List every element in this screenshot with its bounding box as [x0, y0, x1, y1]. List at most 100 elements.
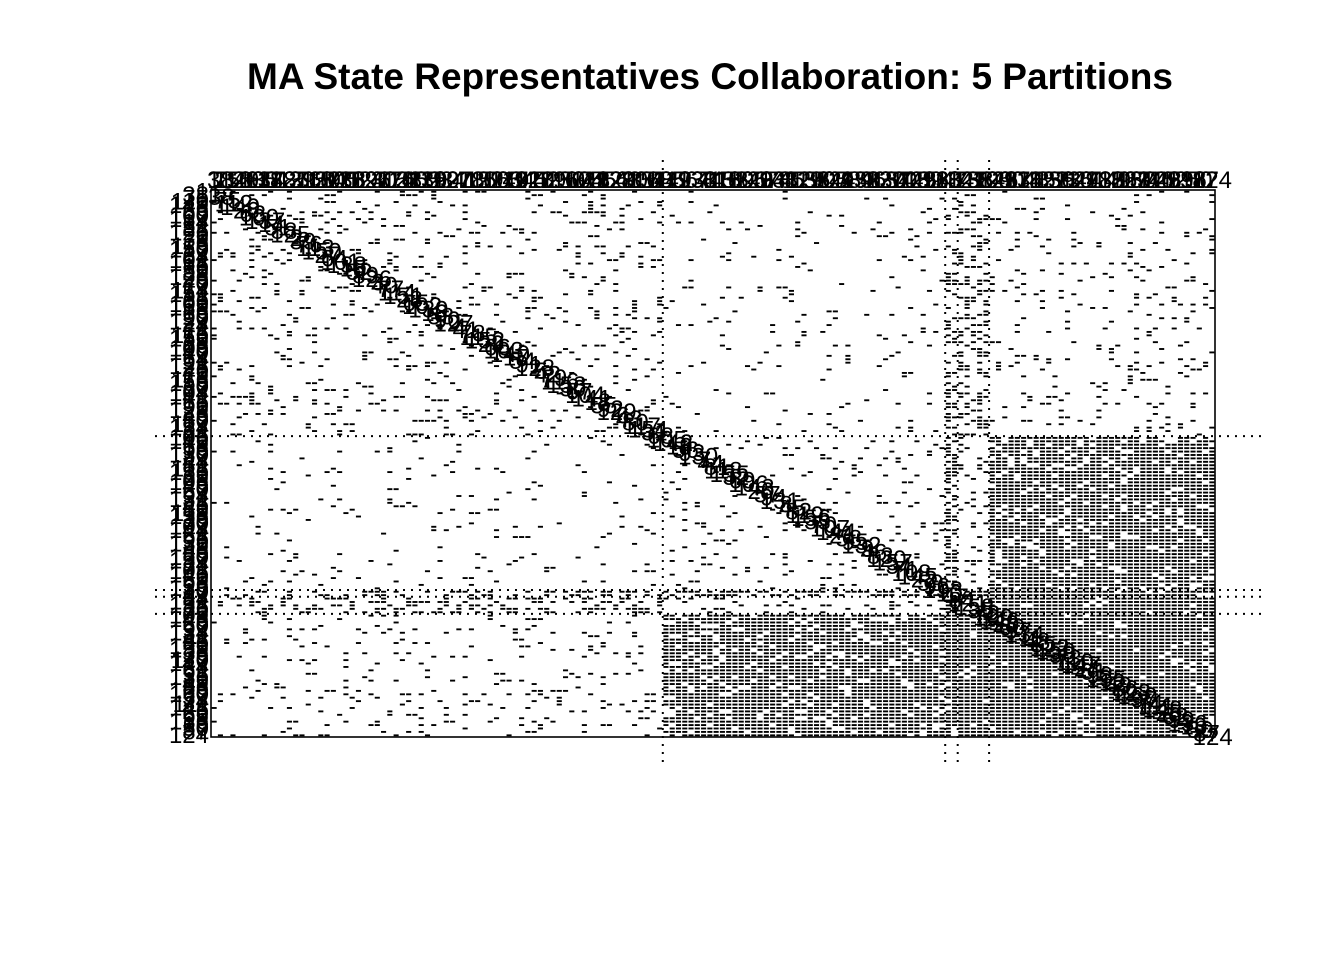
matrix-cell — [249, 365, 255, 368]
matrix-cell — [707, 611, 713, 614]
matrix-cell — [857, 419, 864, 422]
matrix-cell — [701, 635, 707, 638]
matrix-cell — [312, 430, 318, 432]
matrix-cell — [462, 320, 468, 323]
matrix-cell — [1096, 416, 1102, 419]
matrix-cell — [1008, 481, 1014, 484]
matrix-cell — [406, 365, 412, 368]
matrix-cell — [795, 631, 801, 634]
matrix-cell — [1127, 214, 1133, 217]
matrix-cell — [1196, 481, 1202, 484]
matrix-cell — [989, 546, 995, 549]
matrix-cell — [512, 272, 518, 275]
matrix-cell — [1058, 666, 1064, 668]
matrix-cell — [657, 296, 663, 299]
matrix-cell — [1190, 471, 1196, 474]
matrix-cell — [1190, 419, 1196, 422]
matrix-cell — [1209, 532, 1215, 535]
matrix-cell — [870, 648, 876, 651]
matrix-cell — [1102, 382, 1108, 385]
matrix-cell — [1140, 454, 1146, 456]
matrix-cell — [525, 190, 531, 193]
matrix-cell — [663, 662, 669, 665]
matrix-cell — [1152, 614, 1158, 617]
matrix-cell — [1052, 618, 1058, 621]
matrix-cell — [763, 488, 769, 491]
matrix-cell — [682, 519, 688, 521]
matrix-cell — [249, 515, 255, 518]
matrix-cell — [952, 440, 958, 443]
matrix-cell — [1008, 628, 1014, 631]
matrix-cell — [983, 324, 989, 327]
matrix-cell — [788, 628, 794, 631]
matrix-cell — [412, 231, 418, 234]
matrix-cell — [1083, 580, 1089, 583]
matrix-cell — [1146, 484, 1152, 487]
matrix-cell — [1065, 642, 1071, 644]
matrix-cell — [870, 635, 876, 638]
matrix-cell — [286, 348, 292, 350]
matrix-cell — [1134, 611, 1140, 614]
matrix-cell — [1058, 484, 1064, 487]
matrix-cell — [1127, 467, 1133, 470]
matrix-cell — [1203, 474, 1209, 477]
matrix-cell — [493, 536, 500, 538]
matrix-cell — [1058, 560, 1064, 562]
matrix-cell — [1134, 447, 1140, 450]
matrix-cell — [381, 224, 387, 227]
matrix-cell — [456, 228, 462, 231]
matrix-cell — [1127, 577, 1133, 579]
matrix-cell — [337, 272, 343, 275]
matrix-cell — [1108, 457, 1114, 460]
matrix-cell — [1033, 570, 1039, 573]
matrix-cell — [1058, 296, 1064, 299]
matrix-cell — [632, 378, 638, 381]
matrix-cell — [1096, 505, 1102, 508]
matrix-cell — [820, 642, 826, 644]
matrix-cell — [876, 235, 882, 238]
matrix-cell — [914, 235, 920, 238]
matrix-cell — [1002, 484, 1008, 487]
matrix-cell — [958, 638, 964, 641]
matrix-cell — [1134, 488, 1140, 491]
matrix-cell — [1027, 624, 1033, 627]
matrix-cell — [719, 221, 725, 224]
matrix-cell — [1140, 228, 1146, 231]
matrix-cell — [1134, 395, 1140, 398]
matrix-cell — [437, 201, 443, 203]
matrix-cell — [1190, 252, 1196, 255]
matrix-cell — [374, 276, 380, 279]
matrix-cell — [481, 594, 487, 597]
matrix-cell — [1027, 399, 1033, 402]
matrix-cell — [977, 426, 983, 429]
matrix-cell — [1127, 539, 1133, 542]
matrix-cell — [958, 450, 964, 453]
matrix-cell — [1014, 436, 1020, 439]
matrix-cell — [1083, 488, 1089, 491]
matrix-cell — [236, 464, 242, 467]
matrix-cell — [293, 573, 299, 576]
matrix-cell — [1008, 645, 1014, 648]
matrix-cell — [268, 334, 274, 337]
matrix-cell — [500, 604, 506, 607]
matrix-cell — [255, 382, 261, 385]
matrix-cell — [1108, 529, 1114, 532]
matrix-cell — [776, 365, 782, 368]
matrix-cell — [1209, 556, 1215, 559]
matrix-cell — [989, 276, 995, 279]
matrix-cell — [1014, 464, 1020, 467]
matrix-cell — [945, 324, 951, 327]
matrix-cell — [575, 252, 581, 255]
matrix-cell — [1065, 624, 1071, 627]
matrix-cell — [939, 522, 945, 525]
matrix-cell — [600, 440, 606, 443]
matrix-cell — [1108, 614, 1114, 617]
matrix-cell — [945, 539, 951, 542]
matrix-cell — [1177, 371, 1184, 374]
matrix-cell — [1052, 628, 1058, 631]
matrix-cell — [286, 594, 292, 597]
matrix-cell — [1209, 631, 1215, 634]
matrix-cell — [738, 652, 744, 655]
matrix-cell — [1002, 406, 1008, 409]
matrix-cell — [933, 430, 939, 432]
